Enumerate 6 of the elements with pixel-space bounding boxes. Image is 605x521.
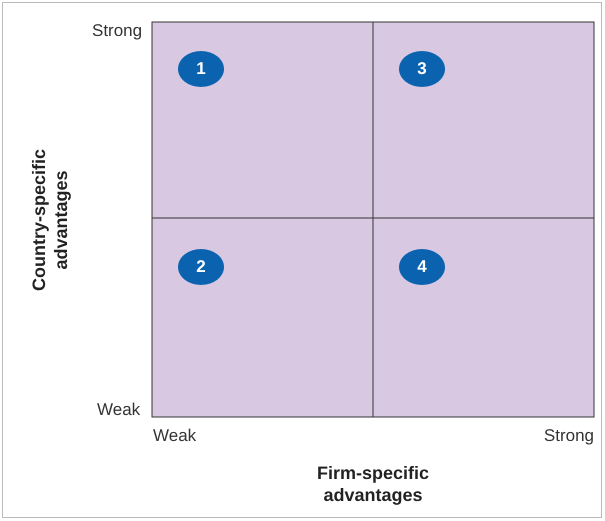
axis-tick-label: Strong (544, 426, 594, 446)
axis-title: Country-specific advantages (28, 148, 72, 294)
axis-title: Firm-specific advantages (316, 462, 430, 506)
axis-tick-label: Weak (153, 426, 196, 446)
axis-tick-label: Strong (92, 21, 142, 41)
axis-tick-label: Weak (97, 400, 140, 420)
